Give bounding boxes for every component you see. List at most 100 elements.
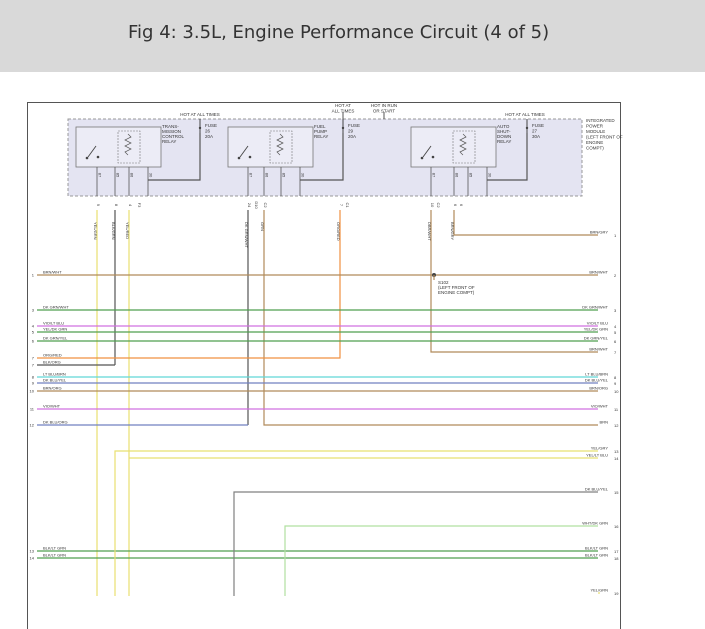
relay1-feed-wire [148, 133, 201, 181]
relay-name: AUTO [497, 124, 510, 129]
relay-contact-icon [248, 155, 252, 159]
left-wire-number: 4 [32, 324, 35, 329]
left-wire-color-label: DK GRN/YEL [43, 336, 68, 341]
vertical-wire-color-label: BRN/GRY [450, 222, 455, 240]
relay-name: MISSION [162, 129, 181, 134]
connector-pin-label: 24 [247, 203, 252, 208]
relay-contact-icon [237, 156, 241, 160]
relay-coil-box [117, 130, 141, 164]
relay-contact-icon [431, 155, 435, 159]
vertical-wire-color-label: YEL/RED [125, 222, 130, 239]
fuse-label: FUSE [348, 123, 360, 128]
right-wire-number: 7 [614, 350, 617, 355]
right-wire-color-label: LT BLU/BRN [585, 372, 608, 377]
left-wire-color-label: BRN/ORG [43, 386, 62, 391]
left-wire-number: 13 [30, 549, 35, 554]
right-wire-color-label: BRN [600, 420, 609, 425]
relay-coil-box [269, 130, 293, 164]
right-wire-number: 16 [614, 524, 619, 529]
wire-vertical-brn-gry [453, 210, 598, 236]
right-wire-number: 1 [614, 233, 617, 238]
left-wire-color-label: BRN/WHT [43, 270, 62, 275]
left-wire-color-label: BLK/ORG [43, 360, 61, 365]
right-wire-color-label: BRN/WHT [589, 270, 608, 275]
module-label: ENGINE [586, 140, 603, 145]
module-label: POWER [586, 124, 604, 129]
relay-coil-box [452, 130, 476, 164]
relay2-feed-wire [300, 133, 344, 181]
connector-pin-label: 10 [430, 203, 435, 208]
right-wire-color-label: WHT/DK GRN [582, 521, 608, 526]
connector-pin-label: C2 [263, 202, 268, 208]
fuse-icon [525, 126, 529, 130]
right-wire-number: 13 [614, 449, 619, 454]
power-label-hot-mid: ALL TIMES [332, 109, 355, 114]
relay-contact-icon [420, 156, 424, 160]
connector-pin-label: 6 [453, 204, 458, 207]
connector-pin-label: 6 [459, 204, 464, 207]
fuse-label: FUSE [205, 123, 217, 128]
vertical-wire-color-label: BLK/GRN [111, 222, 116, 240]
connector-pin-label: F3 [137, 203, 142, 208]
right-wire-color-label: BRN/ORG [589, 386, 608, 391]
right-wire-color-label: DK GRN/WHT [582, 305, 608, 310]
right-wire-color-label: VIO/LT BLU [587, 321, 608, 326]
right-wire-color-label: BLK/LT GRN [585, 553, 608, 558]
relay-pin-label: 87 [249, 173, 254, 178]
relay-switch-icon [239, 145, 249, 158]
fuse-label: 26 [205, 129, 211, 134]
vertical-wire-color-label: DBR/WHT [427, 222, 432, 241]
relay-box [410, 126, 497, 168]
wire-yel-gry [114, 450, 598, 596]
vertical-wire-color-label: ORG/RED [336, 222, 341, 241]
wire-vertical-org-red [37, 210, 341, 359]
right-wire-number: 14 [614, 456, 619, 461]
right-wire-color-label: VIO/WHT [591, 404, 609, 409]
connector-pin-label: 9 [96, 204, 101, 207]
right-wire-color-label: YEL/LT BLU [586, 453, 608, 458]
right-wire-color-label: YEL/GRY [591, 446, 609, 451]
left-wire-color-label: ORG/RED [43, 353, 62, 358]
right-wire-number: 10 [614, 389, 619, 394]
vertical-wire-color-label: DK GRN/WHT [244, 222, 249, 248]
left-wire-number: 10 [30, 389, 35, 394]
left-wire-number: 7 [32, 363, 35, 368]
right-wire-color-label: BRN/GRY [590, 230, 608, 235]
relay-pin-label: 86 [455, 173, 460, 178]
right-wire-color-label: BLK/LT GRN [585, 546, 608, 551]
right-wire-color-label: DK GRN/YEL [584, 336, 609, 341]
right-wire-color-label: DK BLU/YEL [585, 487, 609, 492]
relay-pin-label: 87 [432, 173, 437, 178]
relay-box [75, 126, 162, 168]
relay-name: RELAY [497, 139, 511, 144]
relay-pin-label: 85 [282, 173, 287, 178]
left-wire-number: 12 [30, 423, 35, 428]
power-label-run-mid: OR START [373, 109, 396, 114]
left-wire-color-label: VIO/WHT [43, 404, 61, 409]
connector-pin-label: 7 [339, 204, 344, 207]
fuse-label: 20A [348, 134, 356, 139]
connector-pin-label: C1 [345, 202, 350, 208]
splice-label: S102 [438, 280, 449, 285]
module-label: MODULE [586, 129, 605, 134]
left-wire-number: 6 [32, 339, 35, 344]
relay-name: FUEL [314, 124, 326, 129]
figure-header: Fig 4: 3.5L, Engine Performance Circuit … [0, 0, 705, 72]
relay-coil-icon [124, 133, 132, 156]
relay-contact-icon [85, 156, 89, 160]
fuse-label: 20A [205, 134, 213, 139]
relay-name: PUMP [314, 129, 327, 134]
relay-pin-label: 85 [116, 173, 121, 178]
power-label-hot-right: HOT AT ALL TIMES [505, 112, 545, 117]
fuse-icon [198, 126, 202, 130]
right-wire-number: 6 [614, 339, 617, 344]
fuse-label: 30A [532, 134, 540, 139]
relay-name: TRANS- [162, 124, 179, 129]
relay-coil-icon [459, 133, 467, 156]
relay-switch-icon [87, 145, 97, 158]
splice-label: ENGINE COMPT) [438, 290, 475, 295]
wire-dk-blu-yel-15 [233, 491, 598, 596]
right-wire-number: 17 [614, 549, 619, 554]
power-label-run-mid: HOT IN RUN [371, 103, 397, 108]
right-wire-color-label: BRN/WHT [589, 347, 608, 352]
